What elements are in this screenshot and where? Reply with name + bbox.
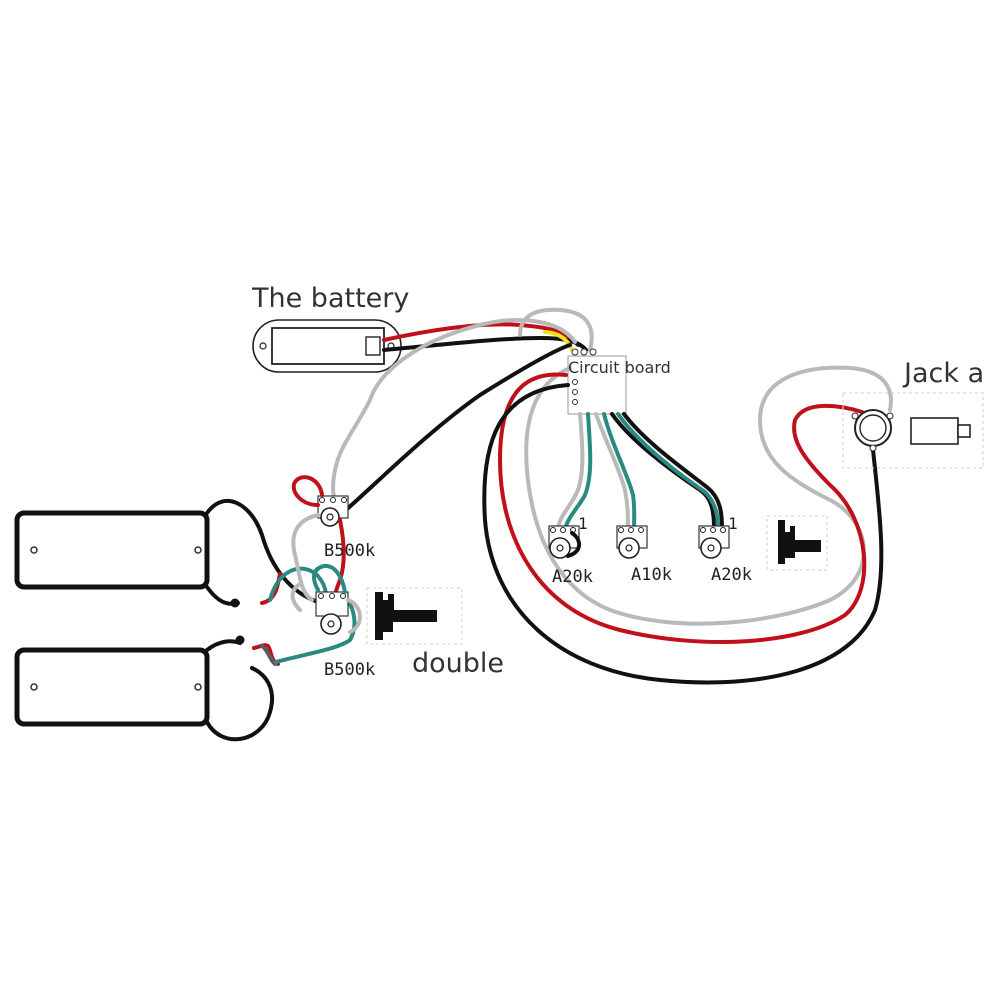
- pot-a20k-right: [698, 525, 730, 559]
- solder-point: [235, 635, 245, 645]
- volume-bottom-teal-wire: [312, 563, 347, 594]
- output-jack: [842, 392, 984, 469]
- pin1-left-label: 1: [578, 514, 588, 533]
- solder-point: [230, 598, 240, 608]
- pot-a20k-left: [548, 525, 581, 559]
- pin1-right-label: 1: [728, 514, 738, 533]
- gray-wire-board-top: [518, 307, 594, 352]
- battery-positive-wire: [382, 322, 580, 347]
- pot-shaft-icon-left: [366, 587, 463, 645]
- switch-type-label: double: [412, 648, 504, 679]
- pickup-gray-wire: [290, 582, 302, 612]
- pickup-bridge-wire: [260, 644, 277, 666]
- board-gray-wire-a20k-left: [556, 412, 585, 530]
- pot-a10k-label: A10k: [631, 565, 672, 585]
- battery-holder: [252, 319, 402, 373]
- board-black-wire-a20k-right-2: [622, 412, 724, 530]
- pot-volume-bottom: [315, 591, 349, 635]
- pickup-bridge-ground-wire: [205, 666, 274, 742]
- volume-top-red-wire: [291, 475, 324, 507]
- red-loop-wire: [498, 372, 867, 644]
- pot-volume-bottom-label: B500k: [324, 660, 375, 680]
- black-loop-wire: [482, 383, 884, 685]
- pot-volume-top: [317, 495, 349, 527]
- pickup-neck-ground-wire: [205, 499, 320, 604]
- pot-a20k-right-label: A20k: [711, 565, 752, 585]
- board-teal-wire-a20k-right: [616, 412, 720, 530]
- pot-shaft-icon-right: [766, 515, 828, 571]
- pickup-neck-hot-wire: [260, 572, 282, 605]
- volume-bottom-gray-wire: [346, 598, 362, 634]
- black-wire-volume-to-board: [344, 343, 572, 512]
- circuit-board-label: Circuit board: [568, 358, 671, 377]
- pot-a20k-left-label: A20k: [552, 567, 593, 587]
- pickup-bridge: [14, 647, 210, 727]
- circuit-board: [567, 348, 627, 415]
- jack-label: Jack a: [902, 358, 984, 389]
- pickup-neck: [14, 510, 210, 590]
- pickup-teal-wire-2: [274, 602, 357, 664]
- board-teal-wire-a20k-left: [563, 412, 593, 532]
- gray-loop-wire: [524, 365, 893, 626]
- board-teal-wire-a10k: [602, 412, 637, 532]
- battery-label: The battery: [251, 283, 409, 314]
- volume-top-gray-wire: [291, 513, 320, 602]
- battery-negative-wire: [382, 336, 588, 352]
- yellow-wire: [543, 330, 574, 352]
- board-gray-wire-a10k: [594, 412, 630, 532]
- pot-a10k: [616, 525, 648, 559]
- pot-volume-top-label: B500k: [324, 541, 375, 561]
- pickup-bridge-lead-wire: [205, 639, 242, 652]
